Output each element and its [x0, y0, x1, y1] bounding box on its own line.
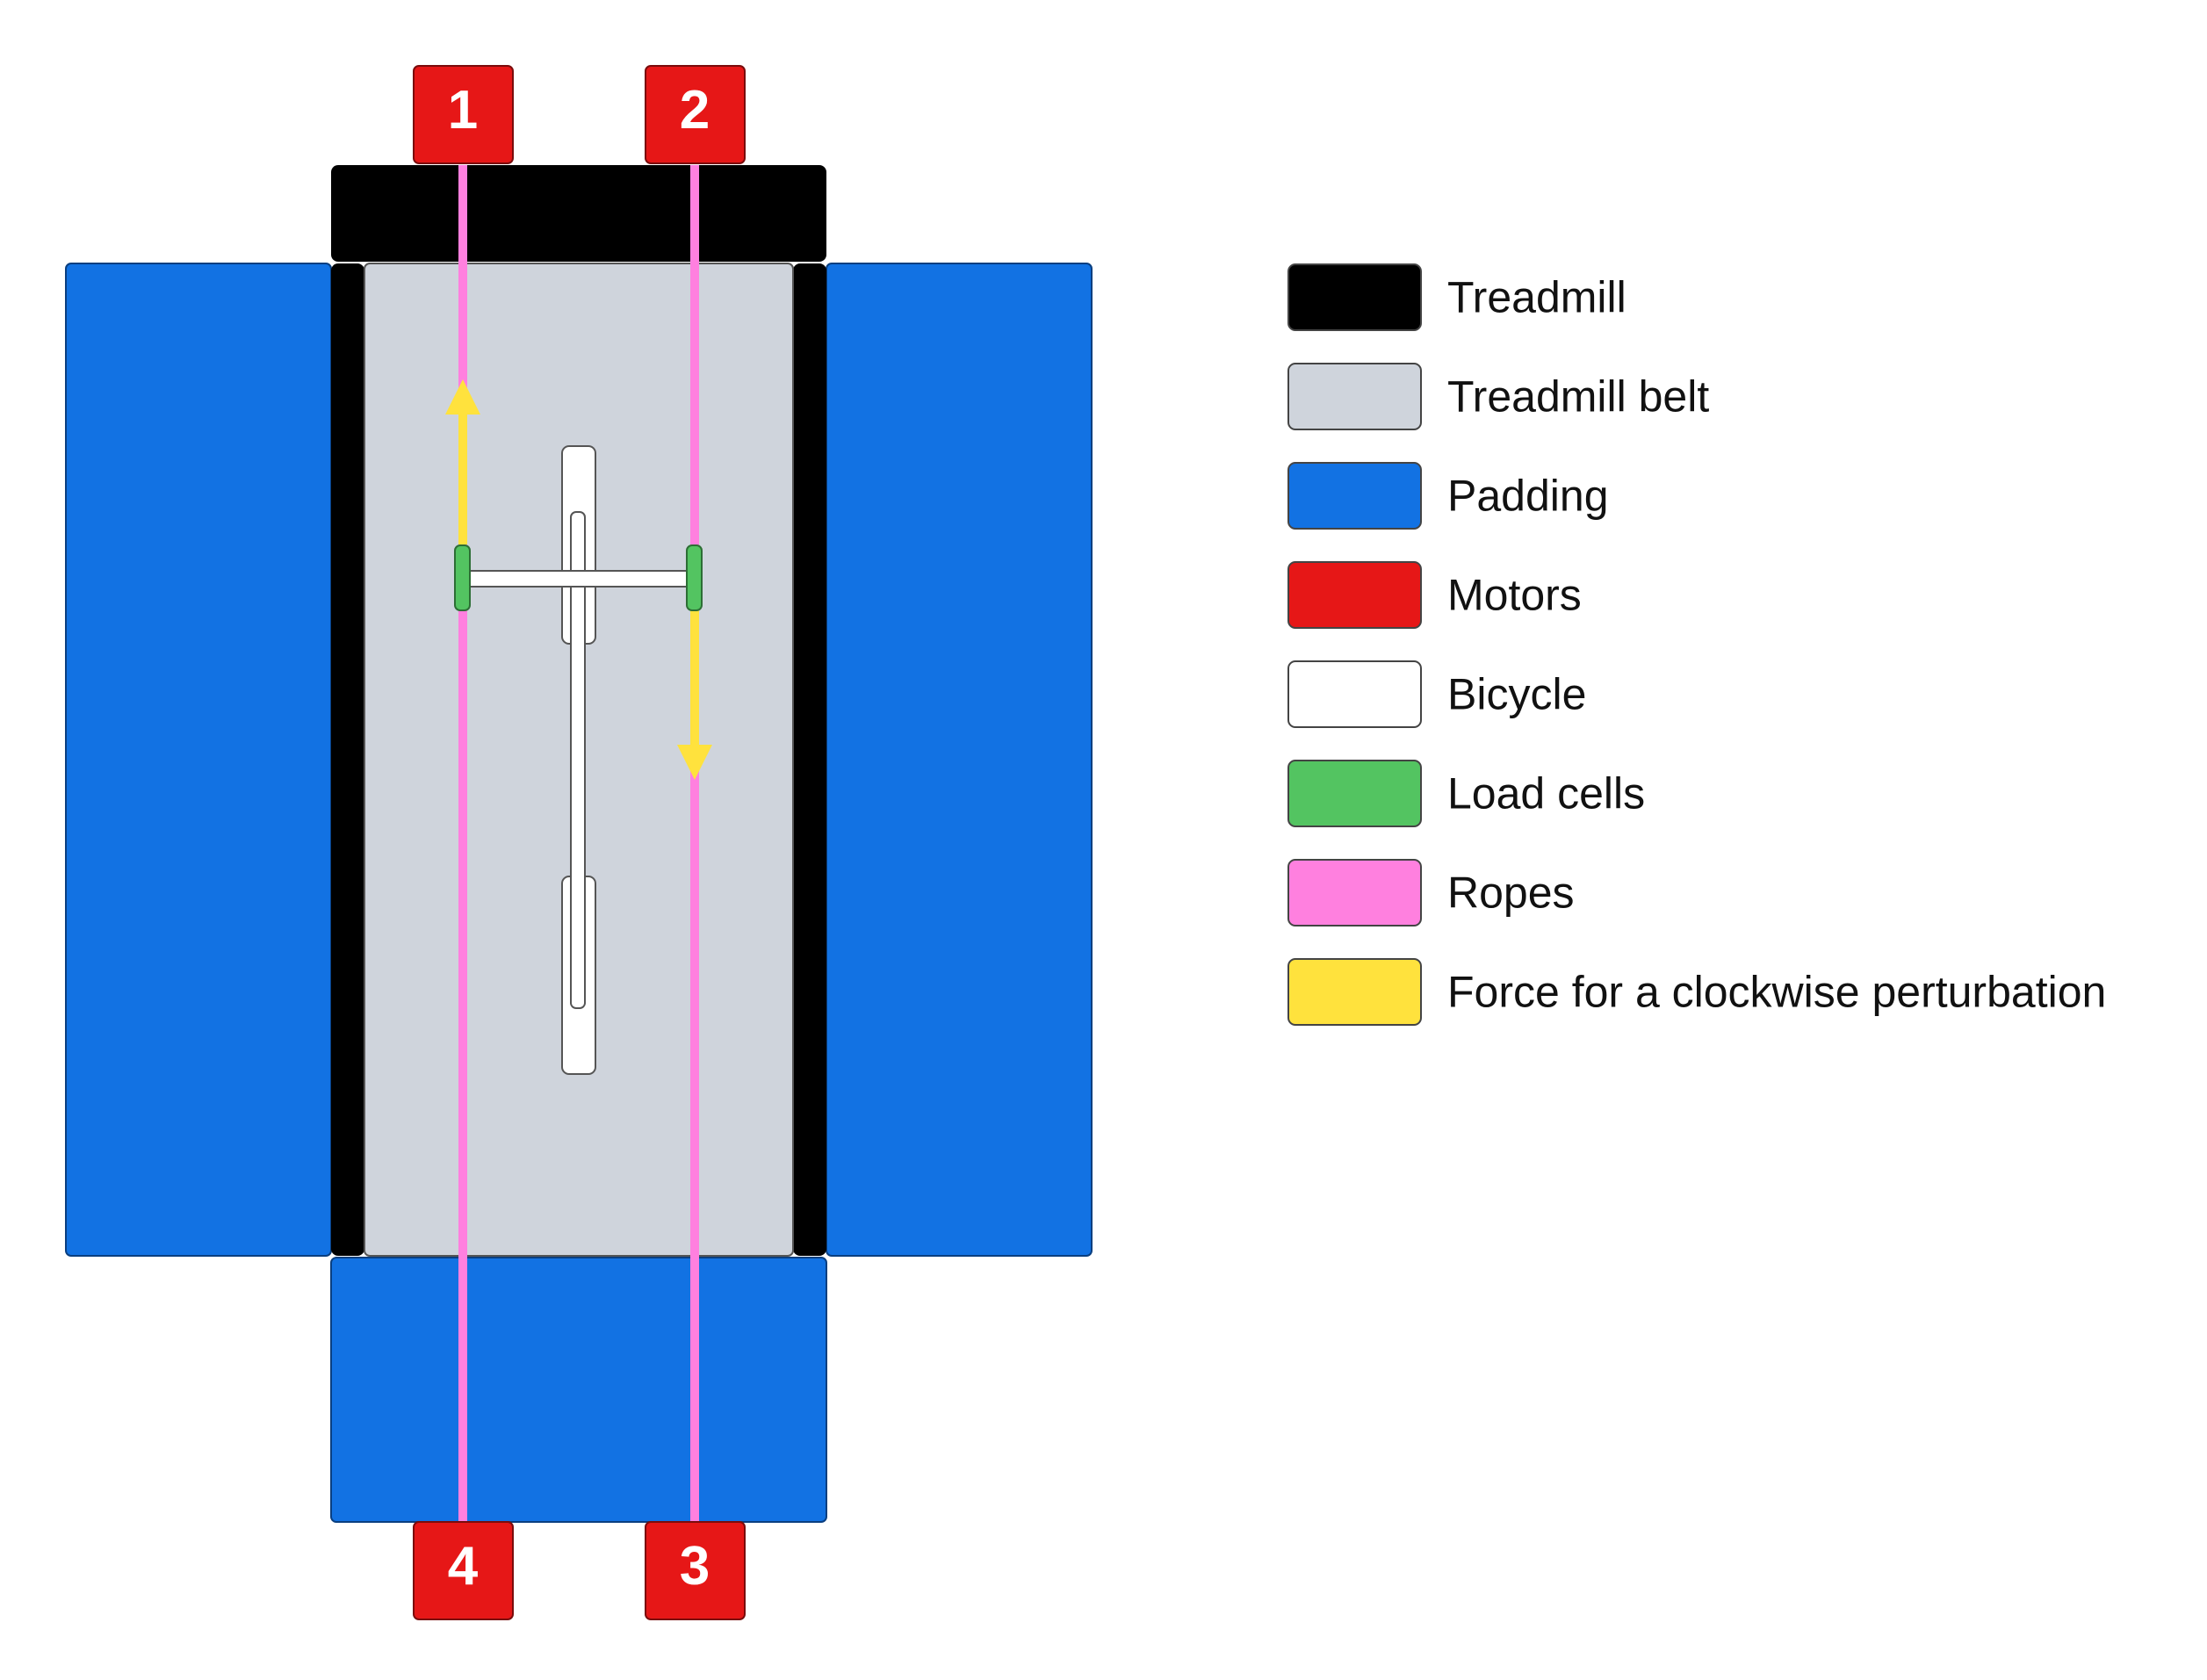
legend-item: Ropes: [1287, 859, 1575, 927]
legend-label: Padding: [1447, 472, 1609, 521]
load-cell-left: [454, 544, 471, 611]
padding-left: [65, 263, 332, 1257]
legend-item: Force for a clockwise perturbation: [1287, 958, 2106, 1026]
legend-swatch: [1287, 263, 1422, 331]
motor-box: [645, 1521, 746, 1620]
load-cell-right: [686, 544, 703, 611]
padding-bottom: [330, 1257, 827, 1523]
bicycle-handlebar: [464, 570, 696, 588]
legend-item: Motors: [1287, 561, 1582, 629]
padding-right: [826, 263, 1093, 1257]
treadmill-front: [331, 165, 826, 262]
motor-label: 3: [680, 1536, 710, 1597]
motor-3: 3: [645, 1521, 746, 1620]
legend-swatch: [1287, 363, 1422, 430]
motor-2: 2: [645, 65, 746, 164]
legend-item: Treadmill: [1287, 263, 1626, 331]
legend-label: Force for a clockwise perturbation: [1447, 968, 2106, 1017]
legend-label: Bicycle: [1447, 670, 1586, 719]
legend-item: Padding: [1287, 462, 1609, 530]
motor-4: 4: [413, 1521, 514, 1620]
legend-label: Treadmill belt: [1447, 372, 1709, 422]
treadmill-rail-left: [331, 263, 364, 1256]
rope-right: [690, 165, 699, 1522]
legend-swatch: [1287, 958, 1422, 1026]
motor-box: [413, 65, 514, 164]
legend-item: Treadmill belt: [1287, 363, 1709, 430]
motor-label: 2: [680, 80, 710, 141]
legend-swatch: [1287, 660, 1422, 728]
motor-label: 4: [448, 1536, 479, 1597]
legend-swatch: [1287, 859, 1422, 927]
legend-item: Bicycle: [1287, 660, 1586, 728]
treadmill-rail-right: [793, 263, 826, 1256]
legend-label: Treadmill: [1447, 273, 1626, 322]
legend-item: Load cells: [1287, 760, 1645, 827]
motor-1: 1: [413, 65, 514, 164]
legend-label: Load cells: [1447, 769, 1645, 818]
bicycle-frame: [570, 511, 586, 1009]
rope-left: [458, 165, 467, 1522]
legend-swatch: [1287, 462, 1422, 530]
legend-label: Motors: [1447, 571, 1582, 620]
legend-swatch: [1287, 760, 1422, 827]
motor-box: [645, 65, 746, 164]
motor-box: [413, 1521, 514, 1620]
legend-swatch: [1287, 561, 1422, 629]
legend-label: Ropes: [1447, 869, 1575, 918]
motor-label: 1: [448, 80, 478, 141]
